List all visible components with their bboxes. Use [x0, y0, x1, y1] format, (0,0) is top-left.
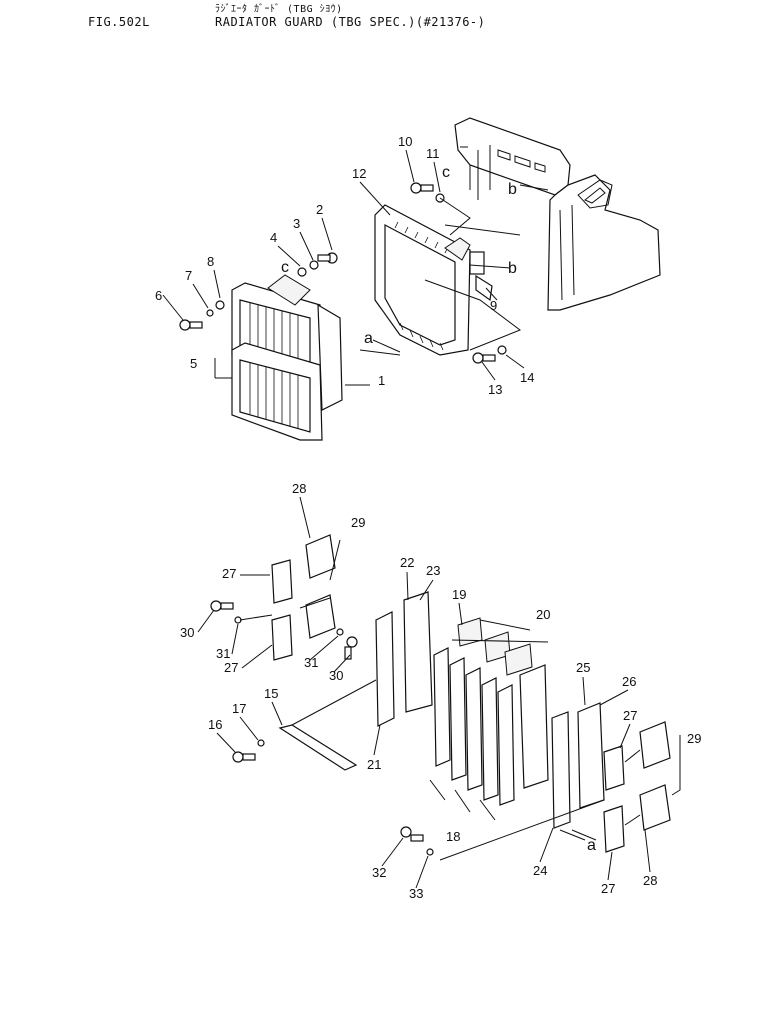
- callout-27a: 27: [222, 566, 236, 581]
- callout-10: 10: [398, 134, 412, 149]
- callout-8: 8: [207, 254, 214, 269]
- callout-20: 20: [536, 607, 550, 622]
- callout-32: 32: [372, 865, 386, 880]
- callout-26: 26: [622, 674, 636, 689]
- upper-leader-lines: [214, 146, 549, 386]
- callout-12: 12: [352, 166, 366, 181]
- callout-13: 13: [488, 382, 502, 397]
- callout-30a: 30: [180, 625, 194, 640]
- callout-7: 7: [185, 268, 192, 283]
- callout-15: 15: [264, 686, 278, 701]
- callout-6: 6: [155, 288, 162, 303]
- grille-assembly: [231, 274, 343, 441]
- callout-1: 1: [378, 373, 385, 388]
- figure-number: FIG.502L: [88, 15, 150, 29]
- callout-4: 4: [270, 230, 277, 245]
- ref-letter-b-lower: b: [508, 260, 517, 277]
- callout-14: 14: [520, 370, 534, 385]
- callout-5: 5: [190, 356, 197, 371]
- callout-22: 22: [400, 555, 414, 570]
- callout-24: 24: [533, 863, 547, 878]
- callout-28a: 28: [292, 481, 306, 496]
- callout-leaders: [162, 149, 651, 889]
- ref-letter-a-upper: a: [364, 330, 373, 347]
- callout-33: 33: [409, 886, 423, 901]
- callout-labels: 1 2 3 4 5 6 7 8 9 10 11 12 13 14 15 16 1…: [155, 134, 701, 901]
- callout-9: 9: [490, 298, 497, 313]
- ref-letter-b-upper: b: [508, 181, 517, 198]
- ref-letter-c-upper: c: [442, 164, 450, 181]
- ref-letter-c-lower: c: [281, 259, 289, 276]
- callout-3: 3: [293, 216, 300, 231]
- title-japanese: ﾗｼﾞｴｰﾀ ｶﾞｰﾄﾞ (TBG ｼﾖｳ): [215, 4, 343, 15]
- lower-fasteners: [210, 600, 434, 856]
- callout-21: 21: [367, 757, 381, 772]
- callout-16: 16: [208, 717, 222, 732]
- diagram-title: RADIATOR GUARD (TBG SPEC.)(#21376-): [215, 15, 486, 29]
- guard-frame: [374, 204, 485, 356]
- callout-27b: 27: [224, 660, 238, 675]
- lower-leader-lines: [239, 539, 681, 861]
- callout-2: 2: [316, 202, 323, 217]
- callout-23: 23: [426, 563, 440, 578]
- callout-28b: 28: [643, 873, 657, 888]
- upper-fasteners: [179, 182, 507, 364]
- ref-letter-a-lower: a: [587, 837, 596, 854]
- callout-25: 25: [576, 660, 590, 675]
- lower-plates: [271, 534, 671, 853]
- callout-31b: 31: [304, 655, 318, 670]
- radiator-housing: [454, 117, 661, 311]
- callout-31a: 31: [216, 646, 230, 661]
- callout-11: 11: [426, 146, 440, 161]
- callout-27d: 27: [601, 881, 615, 896]
- callout-19: 19: [452, 587, 466, 602]
- callout-18: 18: [446, 829, 460, 844]
- callout-30b: 30: [329, 668, 343, 683]
- callout-29b: 29: [687, 731, 701, 746]
- callout-27c: 27: [623, 708, 637, 723]
- callout-29a: 29: [351, 515, 365, 530]
- callout-17: 17: [232, 701, 246, 716]
